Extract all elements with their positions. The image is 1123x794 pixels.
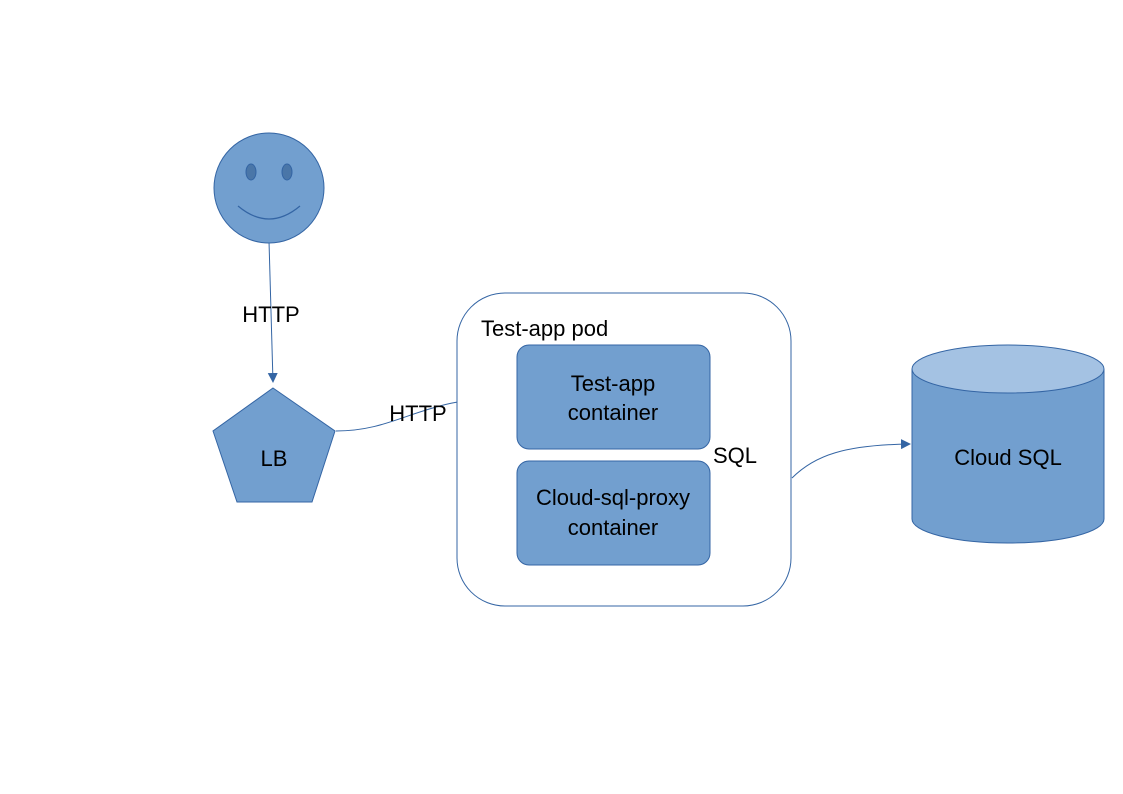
- cloud-sql-label: Cloud SQL: [954, 445, 1062, 470]
- app-container-label-line1: Test-app: [571, 371, 655, 396]
- left-eye: [245, 163, 257, 181]
- user-node: [213, 132, 325, 244]
- proxy-container-label-line1: Cloud-sql-proxy: [536, 485, 690, 510]
- smiley-face-icon: [213, 132, 325, 244]
- proxy-container-box: [516, 460, 711, 566]
- database-cylinder-body: [911, 369, 1105, 544]
- load-balancer-node: LB: [212, 387, 336, 503]
- lb-label: LB: [261, 446, 288, 471]
- edge-label-user-to-lb: HTTP: [242, 302, 299, 327]
- database-cylinder-top: [911, 344, 1105, 394]
- app-container-box: [516, 344, 711, 450]
- cloud-sql-node: Cloud SQL: [911, 344, 1105, 544]
- right-eye: [281, 163, 293, 181]
- app-container-label-line2: container: [568, 400, 659, 425]
- edge-label-app-to-proxy: SQL: [713, 443, 757, 468]
- proxy-container-node: Cloud-sql-proxy container: [516, 460, 711, 566]
- smile-mouth: [237, 205, 301, 220]
- proxy-container-label-line2: container: [568, 515, 659, 540]
- edge-label-lb-to-app: HTTP: [389, 401, 446, 426]
- edge-user-to-lb: [267, 240, 278, 383]
- pentagon-icon: [212, 387, 336, 503]
- edge-pod-to-sql: [791, 439, 911, 479]
- app-container-node: Test-app container: [516, 344, 711, 450]
- pod-label: Test-app pod: [481, 316, 608, 341]
